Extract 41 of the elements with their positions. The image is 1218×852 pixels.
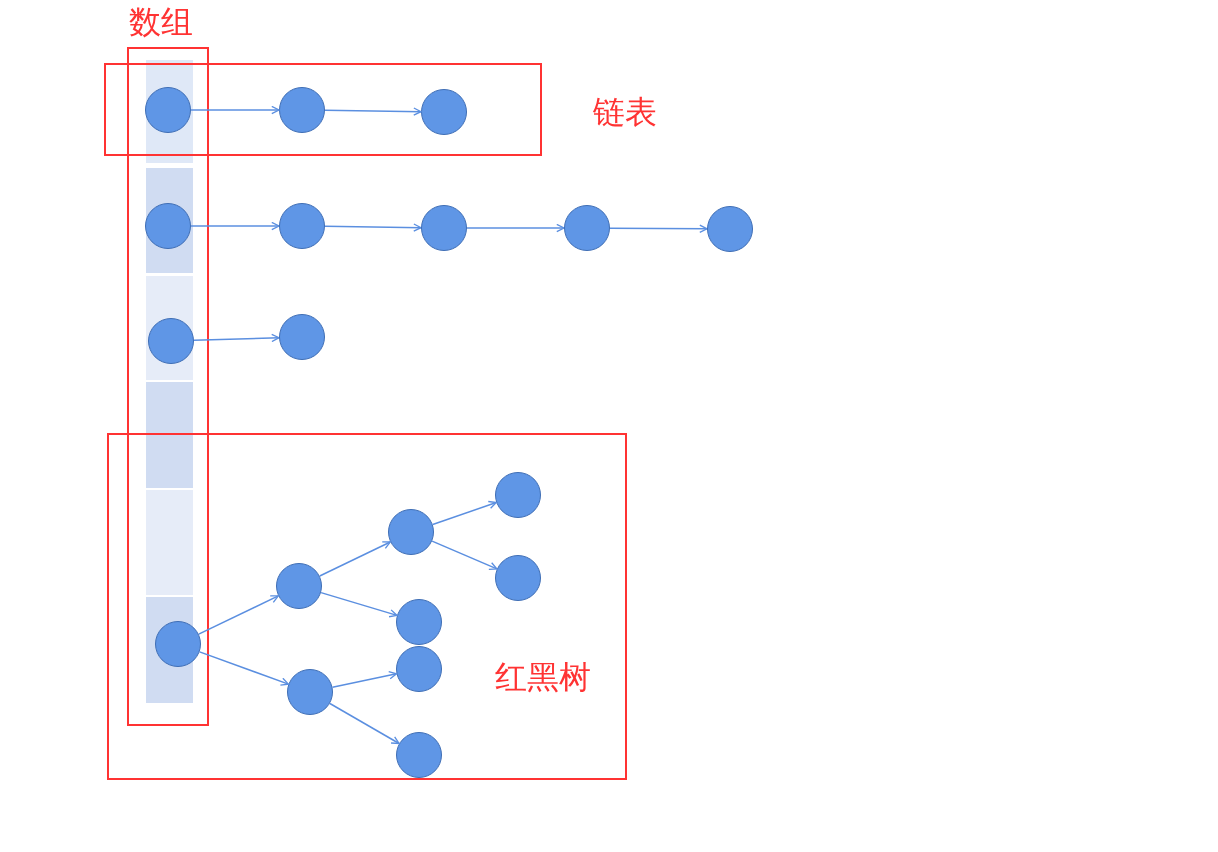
array-slot [146,382,193,488]
circle-node [564,205,610,251]
circle-node [388,509,434,555]
arrow [320,591,398,618]
arrow [329,702,400,745]
circle-node [495,472,541,518]
array-slot [146,276,193,380]
circle-node [279,314,325,360]
arrow [193,333,280,343]
circle-node [421,89,467,135]
circle-node [396,732,442,778]
circle-node [148,318,194,364]
arrow [198,595,279,635]
circle-node [396,646,442,692]
arrow [609,224,708,234]
arrow [318,541,392,577]
circle-node [421,205,467,251]
arrow [198,651,290,686]
array-slot [146,60,193,163]
circle-node [707,206,753,252]
circle-node [287,669,333,715]
group-title: 红黑树 [495,660,591,696]
group-title: 数组 [129,5,193,41]
circle-node [396,599,442,645]
group-title: 链表 [593,95,657,131]
arrow [324,107,422,116]
arrow [190,221,280,231]
arrow [431,540,498,571]
circle-node [145,203,191,249]
circle-node [279,203,325,249]
arrow [324,223,422,232]
circle-node [145,87,191,133]
array-slot [146,490,193,595]
arrow [432,500,497,526]
circle-node [276,563,322,609]
circle-node [279,87,325,133]
array-slot [146,168,193,273]
arrow [331,671,398,688]
arrow [466,223,565,233]
circle-node [495,555,541,601]
arrow [190,105,280,115]
